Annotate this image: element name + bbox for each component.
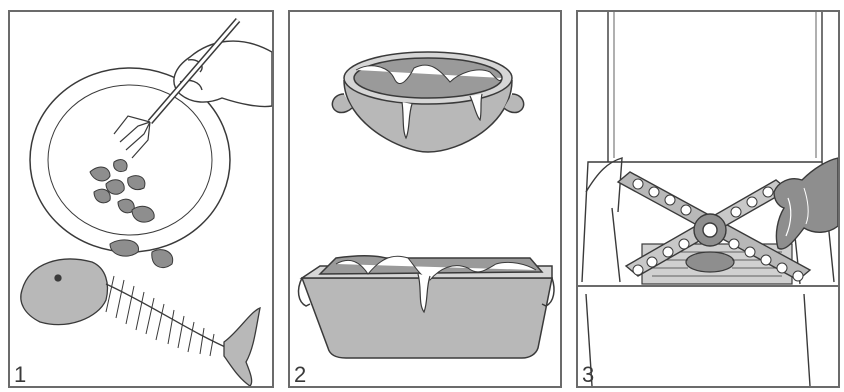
- step-panel-1: 1: [8, 10, 274, 388]
- roasting-pan: [299, 256, 554, 358]
- baked-on-cookware-icon: [290, 12, 560, 386]
- step-number: 2: [294, 364, 306, 386]
- round-casserole-dish: [332, 52, 523, 152]
- step-number: 3: [582, 364, 594, 386]
- dishwasher-spray-arm-icon: [578, 12, 838, 386]
- step-panel-3: 3: [576, 10, 840, 388]
- hand-with-fork: [114, 20, 272, 158]
- plate-scraping-icon: [10, 12, 272, 386]
- hand: [774, 158, 838, 249]
- fish-skeleton: [21, 259, 260, 386]
- step-number: 1: [14, 364, 26, 386]
- step-panel-2: 2: [288, 10, 562, 388]
- food-scraps: [90, 160, 173, 268]
